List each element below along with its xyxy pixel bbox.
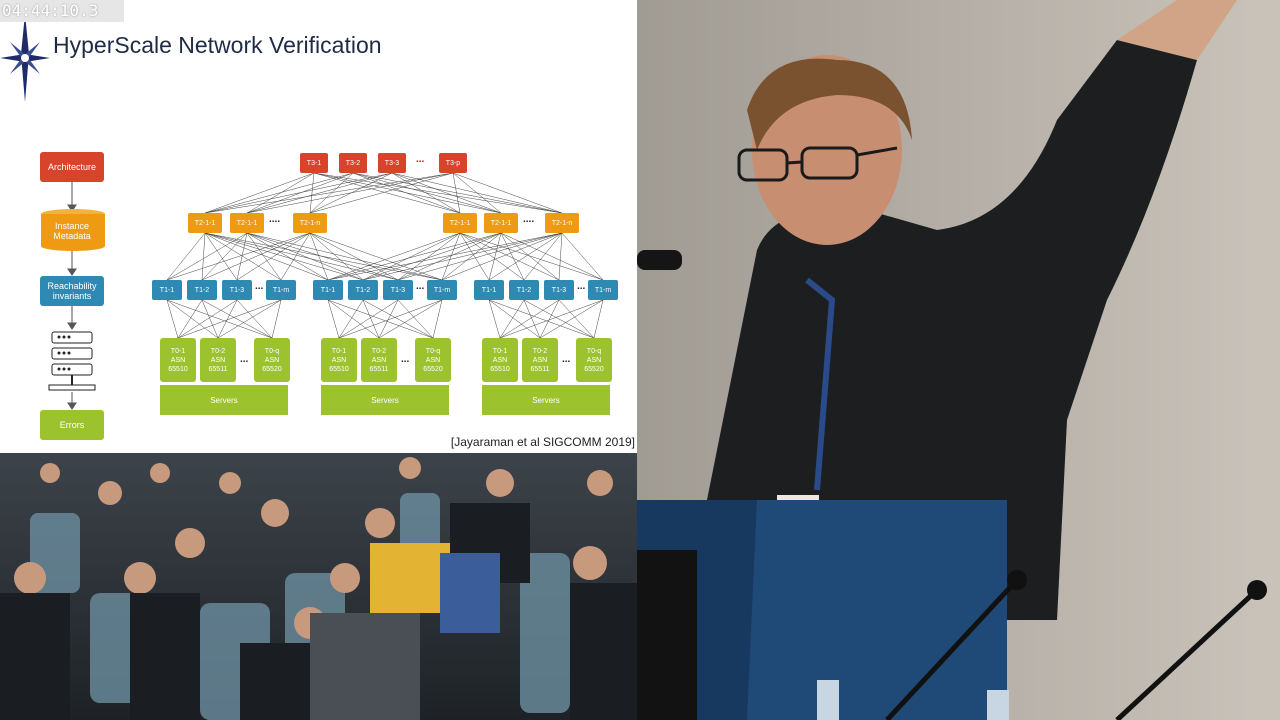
t0-name: T0-2 <box>532 347 548 355</box>
t2-left-node-2: T2-1-1 <box>230 213 264 233</box>
t1-node: T1-1 <box>152 280 182 300</box>
t2-right-ellipsis: .... <box>523 214 535 225</box>
t0-ellipsis: ... <box>240 354 249 365</box>
t1-node: T1-3 <box>383 280 413 300</box>
t1-node: T1-3 <box>222 280 252 300</box>
t0-num: 65510 <box>329 365 349 373</box>
t0-asn: ASN <box>586 356 602 364</box>
citation: [Jayaraman et al SIGCOMM 2019] <box>450 435 635 449</box>
servers-block: Servers <box>482 385 610 415</box>
t1-node: T1-2 <box>187 280 217 300</box>
t0-num: 65511 <box>530 365 550 373</box>
t0-name: T0-1 <box>170 347 186 355</box>
t1-node: T1-1 <box>313 280 343 300</box>
t3-node-2: T3-2 <box>339 153 367 173</box>
server-stack-icon <box>48 331 96 391</box>
video-timecode: 04:44:10.3 <box>0 0 124 22</box>
t3-ellipsis: ... <box>416 154 425 165</box>
t2-right-node-1: T2-1-1 <box>443 213 477 233</box>
t0-asn: ASN <box>425 356 441 364</box>
t0-asn: ASN <box>170 356 186 364</box>
t3-node-1: T3-1 <box>300 153 328 173</box>
t0-name: T0-2 <box>371 347 387 355</box>
reachability-invariants-box: Reachability invariants <box>40 276 104 306</box>
t1-node: T1-2 <box>509 280 539 300</box>
audience-photo <box>0 453 637 720</box>
t0-name: T0-1 <box>492 347 508 355</box>
t0-name: T0-q <box>586 347 602 355</box>
t3-node-p: T3-p <box>439 153 467 173</box>
database-cylinder-icon <box>41 209 105 251</box>
t0-name: T0-1 <box>331 347 347 355</box>
t1-node: T1-m <box>266 280 296 300</box>
t1-ellipsis: ... <box>577 281 586 292</box>
t0-num: 65510 <box>490 365 510 373</box>
t3-node-3: T3-3 <box>378 153 406 173</box>
t2-right-node-n: T2-1-n <box>545 213 579 233</box>
t1-node: T1-3 <box>544 280 574 300</box>
t1-node: T1-m <box>588 280 618 300</box>
t1-ellipsis: ... <box>416 281 425 292</box>
t0-num: 65520 <box>584 365 604 373</box>
t0-asn: ASN <box>492 356 508 364</box>
presentation-slide: 04:44:10.3 HyperScale Network Verificati… <box>0 0 637 453</box>
t0-name: T0-2 <box>210 347 226 355</box>
t1-node: T1-m <box>427 280 457 300</box>
errors-box: Errors <box>40 410 104 440</box>
t0-num: 65511 <box>369 365 389 373</box>
t0-asn: ASN <box>210 356 226 364</box>
t0-name: T0-q <box>264 347 280 355</box>
t2-left-node-n: T2-1-n <box>293 213 327 233</box>
t1-ellipsis: ... <box>255 281 264 292</box>
t0-num: 65511 <box>208 365 228 373</box>
servers-block: Servers <box>321 385 449 415</box>
t1-node: T1-1 <box>474 280 504 300</box>
t0-num: 65510 <box>168 365 188 373</box>
topology-lines <box>67 172 604 410</box>
t0-asn: ASN <box>264 356 280 364</box>
t0-asn: ASN <box>532 356 548 364</box>
t2-right-node-2: T2-1-1 <box>484 213 518 233</box>
speaker-photo <box>637 0 1280 720</box>
t0-num: 65520 <box>262 365 282 373</box>
t0-ellipsis: ... <box>562 354 571 365</box>
t0-num: 65520 <box>423 365 443 373</box>
servers-block: Servers <box>160 385 288 415</box>
t0-asn: ASN <box>331 356 347 364</box>
t0-name: T0-q <box>425 347 441 355</box>
t2-left-node-1: T2-1-1 <box>188 213 222 233</box>
slide-title: HyperScale Network Verification <box>53 32 382 58</box>
t0-ellipsis: ... <box>401 354 410 365</box>
t2-left-ellipsis: .... <box>269 214 281 225</box>
architecture-box: Architecture <box>40 152 104 182</box>
compass-star-logo-icon <box>0 14 50 102</box>
instance-metadata-label: Instance Metadata <box>53 221 91 241</box>
t1-node: T1-2 <box>348 280 378 300</box>
t0-asn: ASN <box>371 356 387 364</box>
